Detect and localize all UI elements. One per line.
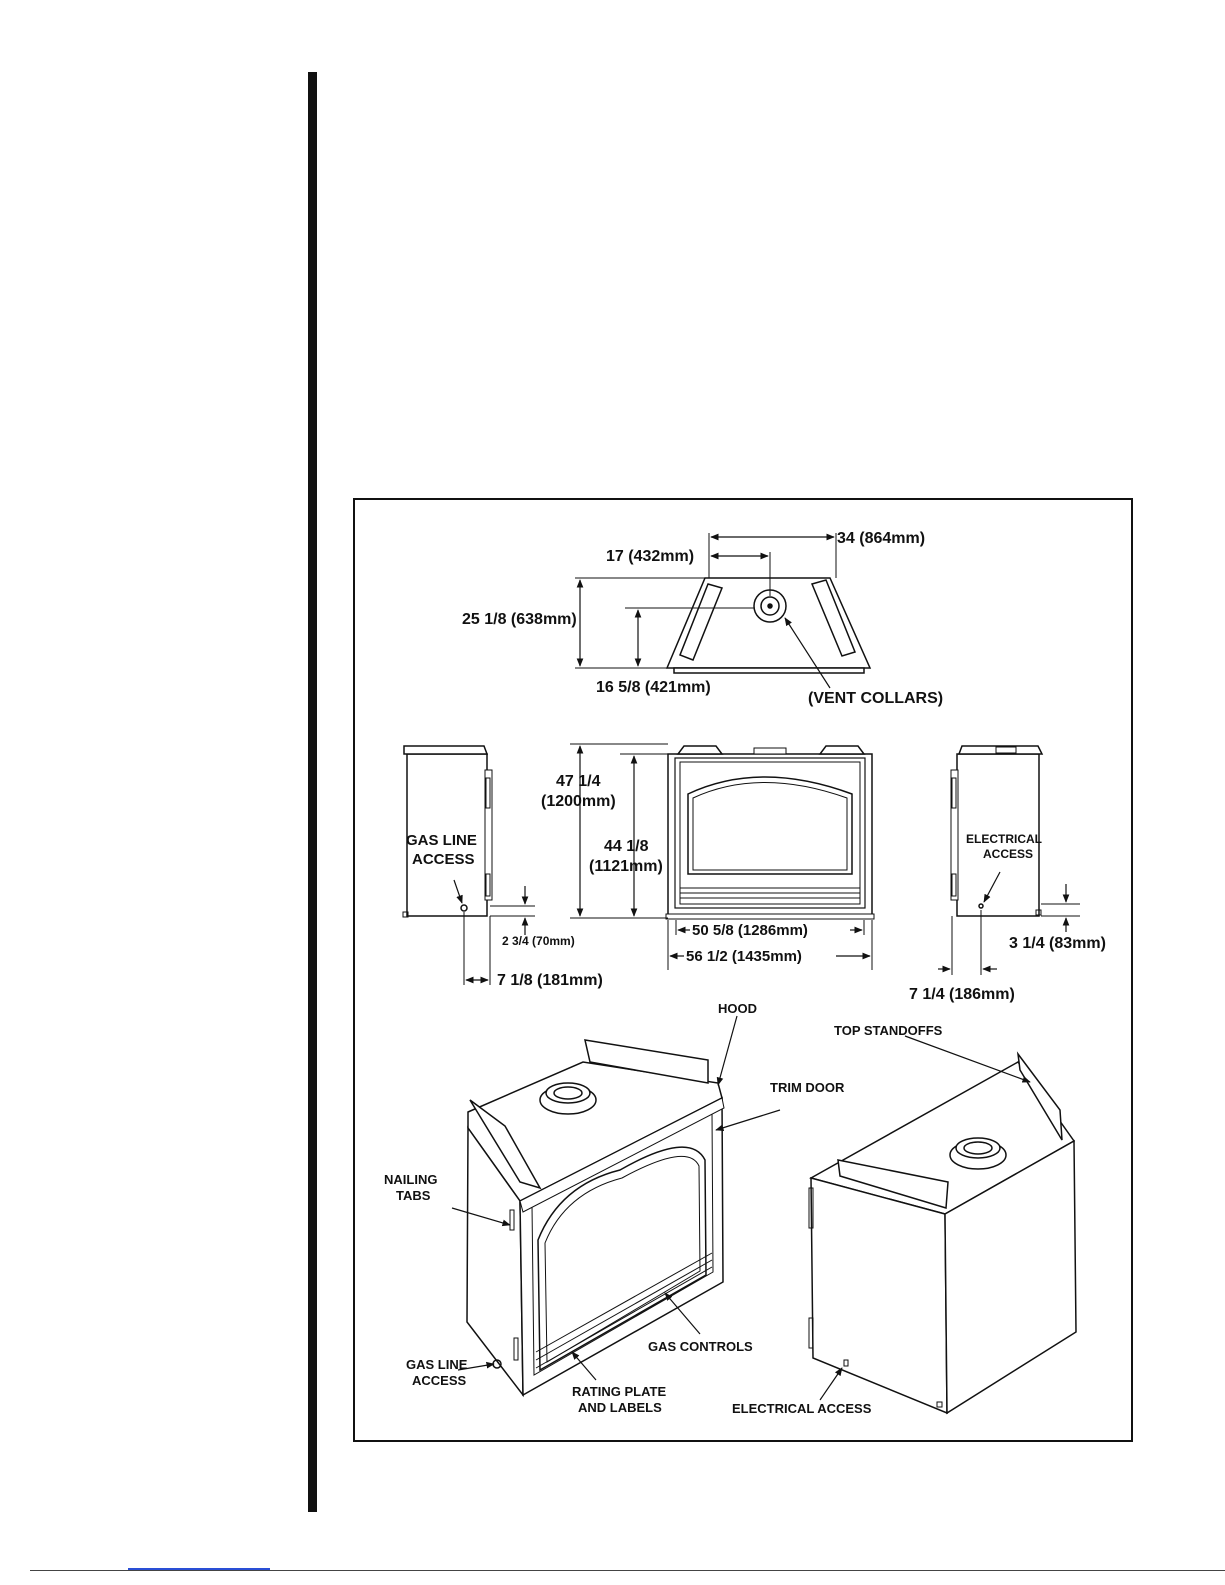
top-width-half-label: 17 (432mm) bbox=[606, 548, 694, 565]
iso-back-view bbox=[808, 1035, 1077, 1415]
right-electrical-label-2: ACCESS bbox=[983, 847, 1033, 861]
gas-controls-label: GAS CONTROLS bbox=[648, 1339, 753, 1354]
left-gas-line-label-1: GAS LINE bbox=[406, 832, 477, 849]
left-height-dim-label: 2 3/4 (70mm) bbox=[502, 934, 575, 948]
footer-link[interactable] bbox=[128, 1568, 270, 1570]
diagram-frame bbox=[353, 498, 1133, 1442]
left-gas-line-label-2: ACCESS bbox=[412, 851, 475, 868]
front-overall-height-2: (1200mm) bbox=[541, 793, 616, 810]
nailing-tabs-label-2: TABS bbox=[396, 1188, 431, 1203]
front-opening-height-1: 44 1/8 bbox=[604, 838, 649, 855]
front-opening-width: 50 5/8 (1286mm) bbox=[692, 922, 808, 939]
page-margin-rule bbox=[308, 72, 317, 1512]
top-depth-vent-label: 16 5/8 (421mm) bbox=[596, 679, 711, 696]
iso-gas-line-label-2: ACCESS bbox=[412, 1373, 467, 1388]
iso-gas-line-label-1: GAS LINE bbox=[406, 1357, 468, 1372]
top-width-full-label: 34 (864mm) bbox=[837, 530, 925, 547]
trim-door-label: TRIM DOOR bbox=[770, 1080, 845, 1095]
front-opening-height-2: (1121mm) bbox=[589, 858, 663, 875]
iso-front-view bbox=[451, 1015, 781, 1398]
nailing-tabs-label-1: NAILING bbox=[384, 1172, 437, 1187]
right-offset-dim-label: 7 1/4 (186mm) bbox=[909, 986, 1015, 1003]
rating-plate-label-2: AND LABELS bbox=[578, 1400, 662, 1415]
left-offset-dim-label: 7 1/8 (181mm) bbox=[497, 972, 603, 989]
right-side-view bbox=[938, 745, 1080, 975]
top-view bbox=[575, 533, 872, 689]
right-height-dim-label: 3 1/4 (83mm) bbox=[1009, 935, 1106, 952]
left-side-view bbox=[402, 745, 535, 985]
rating-plate-label-1: RATING PLATE bbox=[572, 1384, 666, 1399]
front-overall-height-1: 47 1/4 bbox=[556, 773, 601, 790]
front-view bbox=[570, 743, 875, 970]
electrical-access-label: ELECTRICAL ACCESS bbox=[732, 1401, 872, 1416]
right-electrical-label-1: ELECTRICAL bbox=[966, 832, 1042, 846]
hood-label: HOOD bbox=[718, 1001, 757, 1016]
vent-collars-label: (VENT COLLARS) bbox=[808, 690, 943, 707]
footer-rule bbox=[30, 1570, 1225, 1571]
front-overall-width: 56 1/2 (1435mm) bbox=[686, 948, 802, 965]
top-standoffs-label: TOP STANDOFFS bbox=[834, 1023, 943, 1038]
top-depth-full-label: 25 1/8 (638mm) bbox=[462, 611, 577, 628]
